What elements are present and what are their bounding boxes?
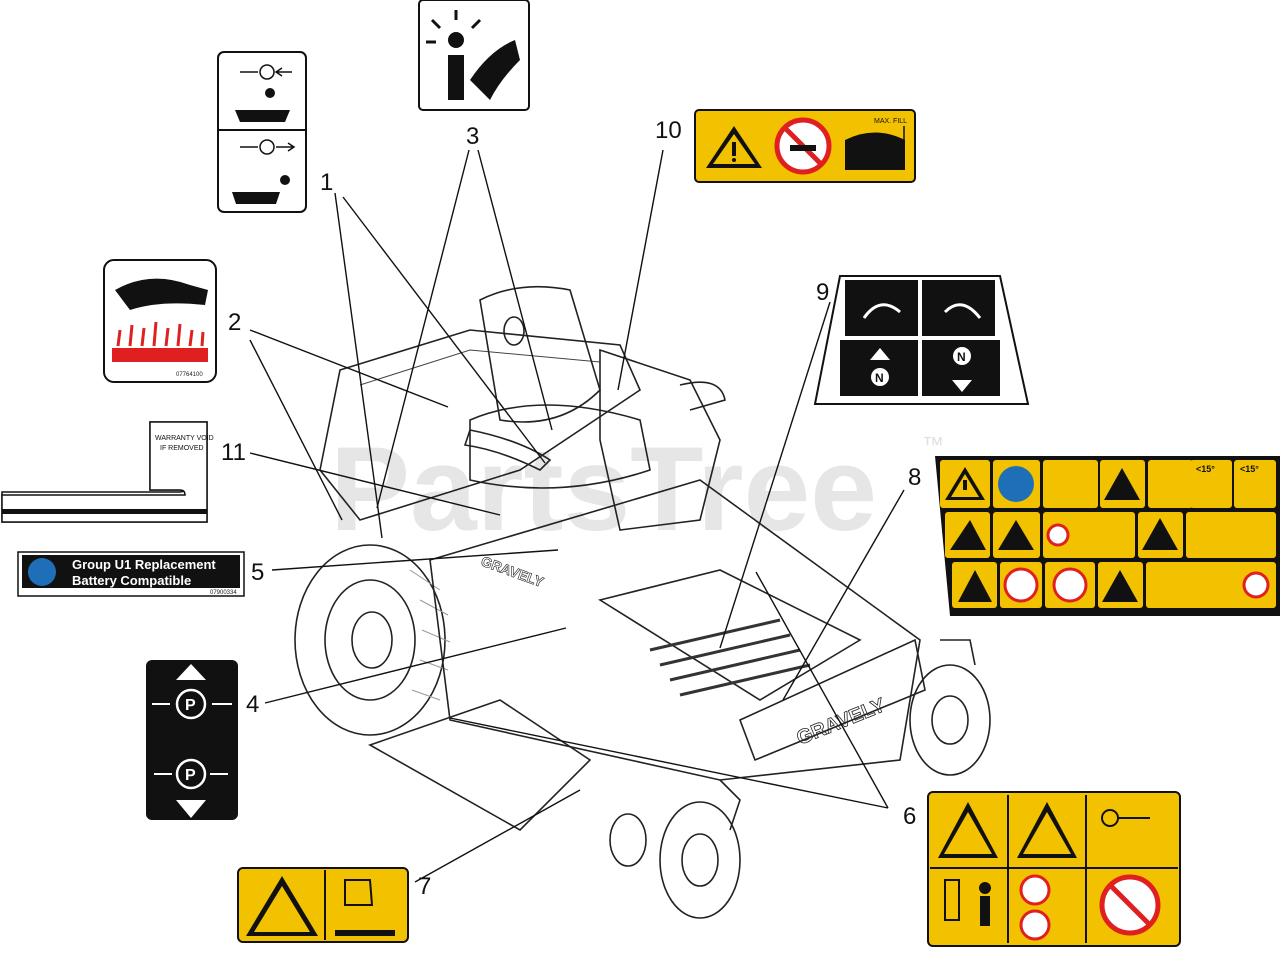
callout-7: 7 (418, 873, 431, 900)
park-text-1: P (185, 697, 196, 714)
battery-text-line1: Group U1 Replacement (72, 557, 216, 572)
fender-brand-text: GRAVELY (794, 694, 889, 750)
decal-battery: Group U1 Replacement Battery Compatible … (17, 551, 245, 597)
deck-brand-text: GRAVELY (479, 553, 547, 591)
callout-10: 10 (655, 117, 682, 144)
park-text-2: P (185, 767, 196, 784)
neutral-text-1: N (875, 371, 884, 385)
battery-decal-code: 07900334 (210, 590, 237, 596)
decal-blade-hazard (927, 791, 1181, 947)
neutral-text-2: N (957, 350, 966, 364)
callout-5: 5 (251, 559, 264, 586)
callout-numbers: 1 2 3 4 5 6 7 8 9 10 11 (221, 117, 921, 900)
decal-parking-brake: P P (146, 660, 238, 820)
decal-crush-hazard (418, 0, 530, 111)
decal-warranty: WARRANTY VOID IF REMOVED (1, 421, 214, 523)
decal-motion-control: N N (813, 275, 1030, 405)
battery-text-line2: Battery Compatible (72, 573, 191, 588)
callout-3: 3 (466, 123, 479, 150)
callout-4: 4 (246, 691, 259, 718)
hand-icon (470, 40, 520, 100)
max-fill-text: MAX. FILL (874, 118, 907, 125)
manual-icon (998, 466, 1034, 502)
decal-safety-strip: <15° <15° (935, 456, 1280, 616)
callout-11: 11 (221, 439, 246, 466)
decal-hot-surface: 07764100 (103, 259, 217, 383)
callout-9: 9 (816, 279, 829, 306)
callout-1: 1 (320, 169, 333, 196)
watermark-tm: ™ (922, 432, 944, 457)
warranty-text-line1: WARRANTY VOID (155, 435, 214, 442)
decal-operator-presence (217, 51, 307, 213)
callout-8: 8 (908, 464, 921, 491)
hand-icon (115, 278, 208, 310)
slope-angle-2: <15° (1240, 464, 1259, 474)
manual-icon (28, 558, 56, 586)
callout-6: 6 (903, 803, 916, 830)
decal-fuel: MAX. FILL (694, 109, 916, 183)
person-icon (979, 882, 991, 894)
decal-deck-hazard (237, 867, 409, 943)
slope-angle-1: <15° (1196, 464, 1215, 474)
warranty-text-line2: IF REMOVED (160, 445, 204, 452)
leader-lines (249, 149, 905, 883)
callout-2: 2 (228, 309, 241, 336)
hot-decal-code: 07764100 (176, 372, 203, 378)
watermark: PartsTree (330, 422, 877, 556)
